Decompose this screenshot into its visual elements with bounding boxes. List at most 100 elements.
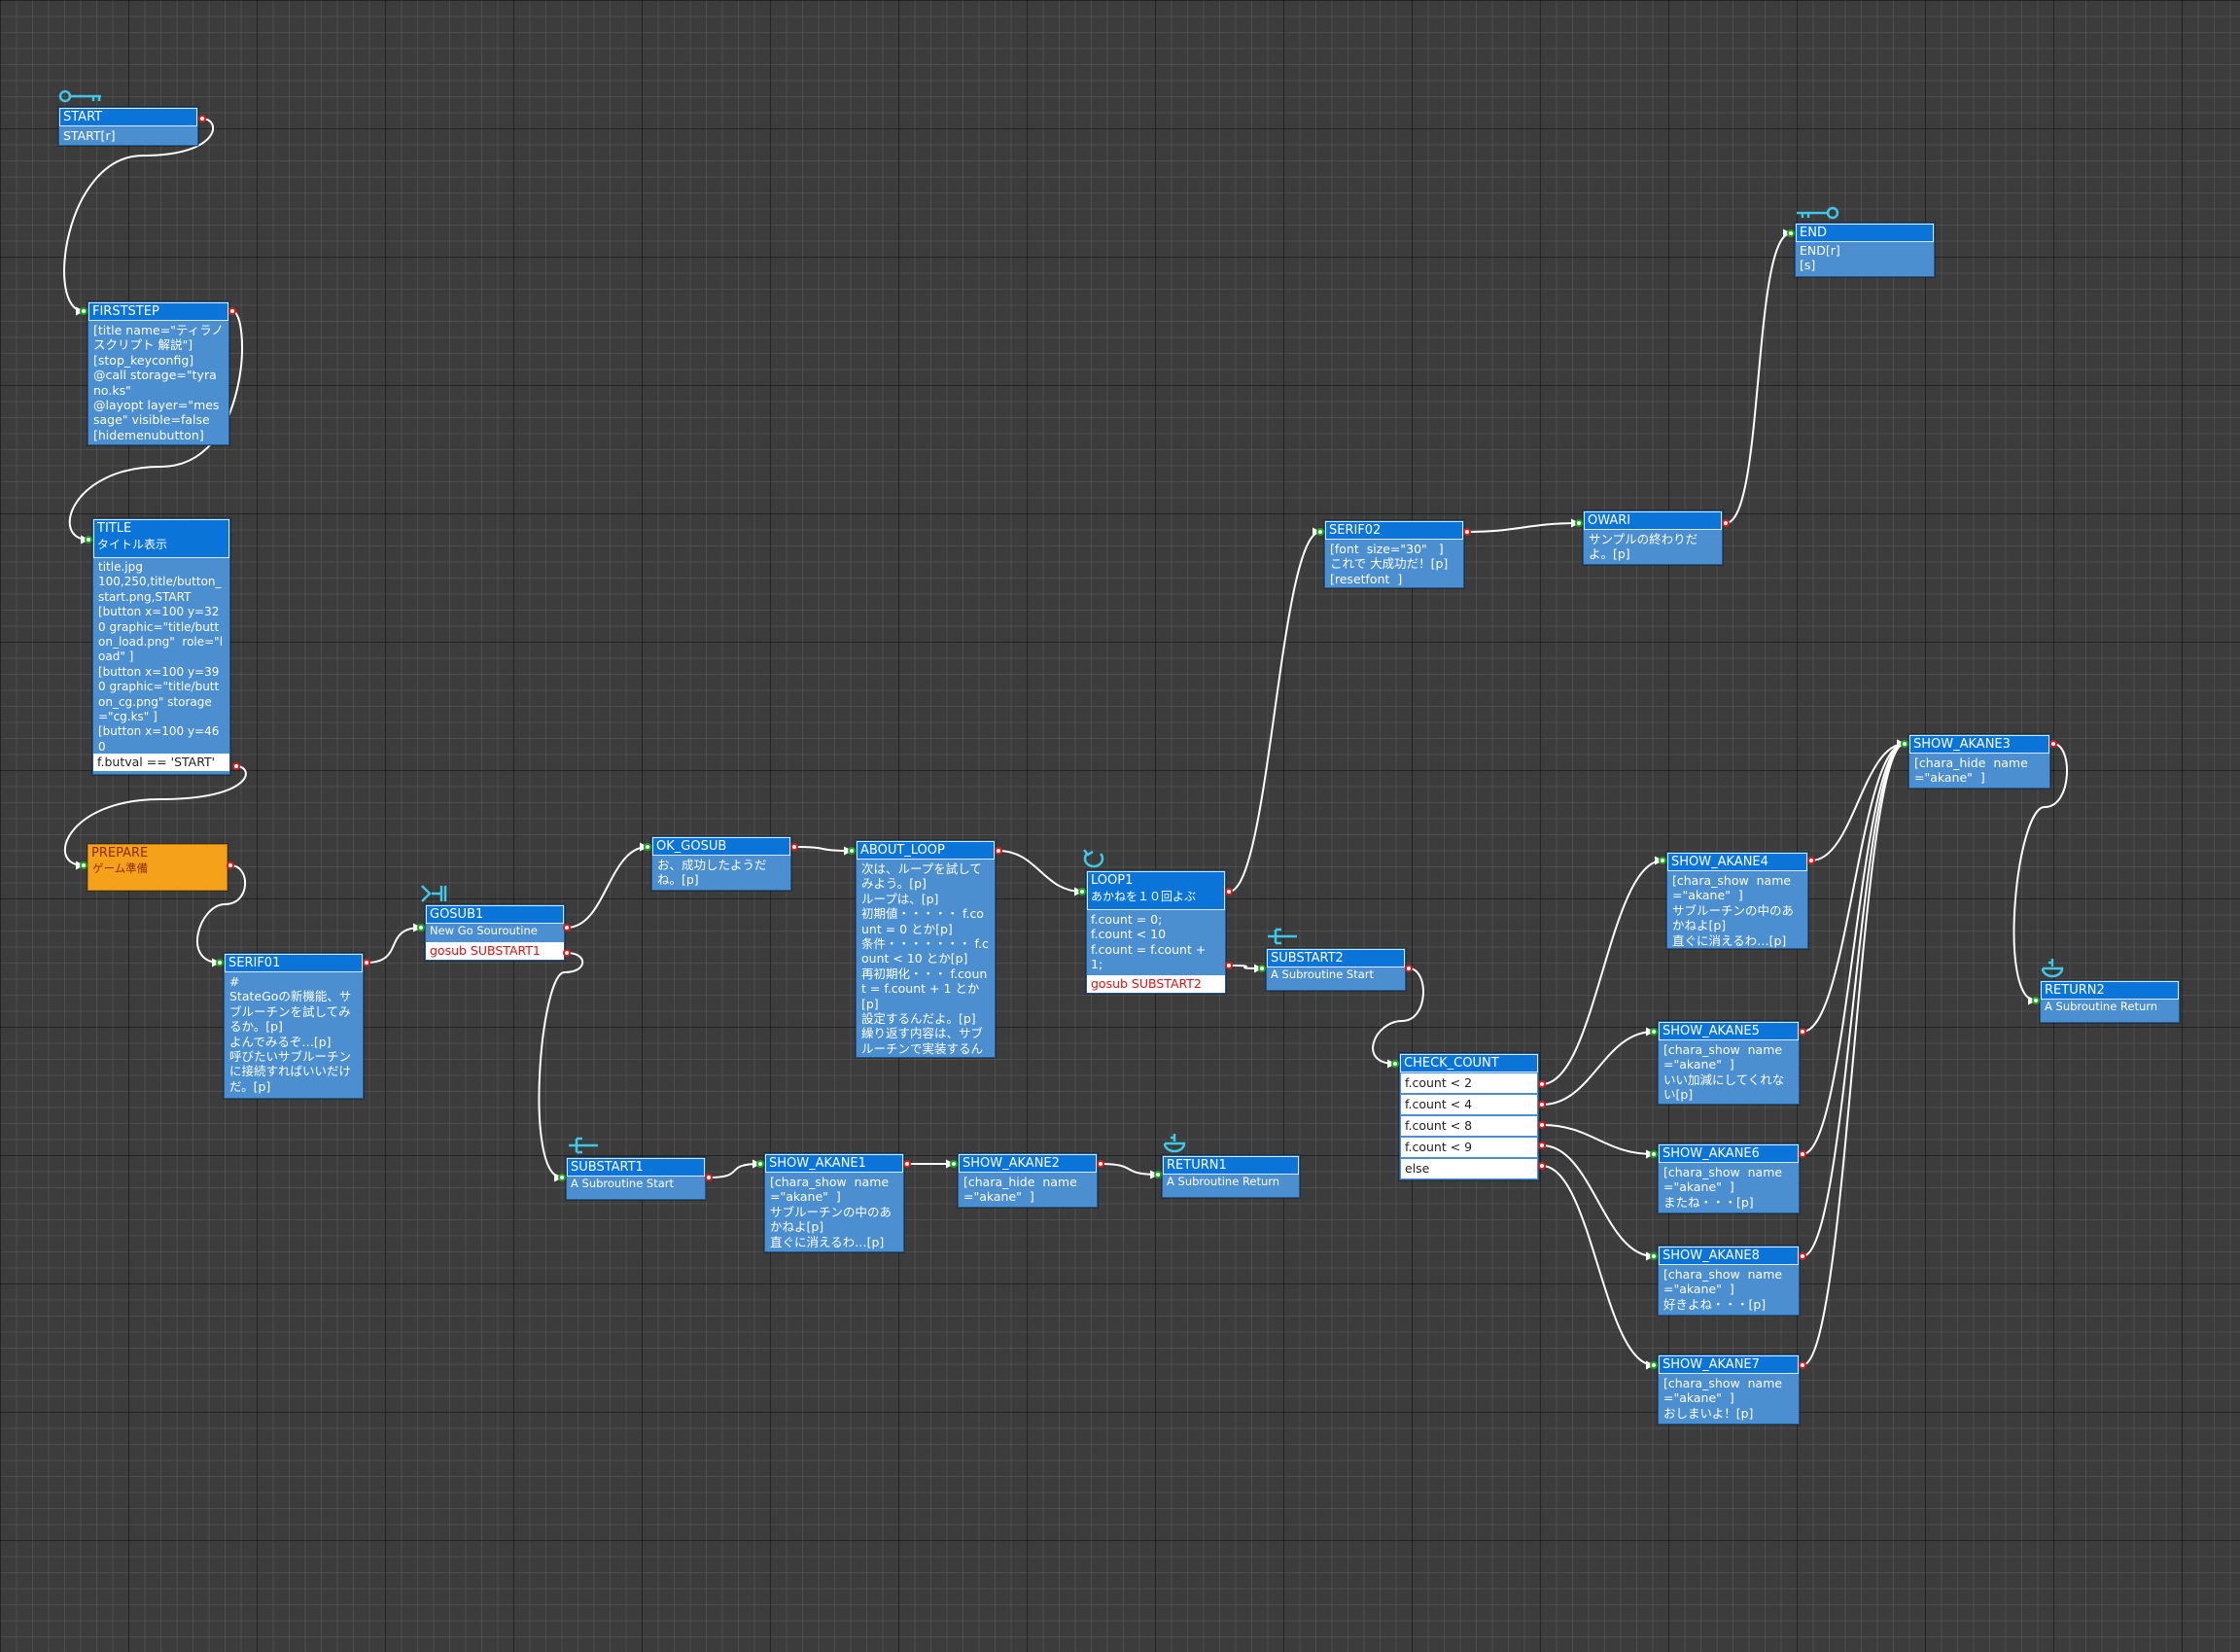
node-ok-gosub[interactable]: OK_GOSUB お、成功したようだね。[p] [651, 836, 791, 891]
output-port[interactable] [1538, 1080, 1546, 1088]
node-title: RETURN1 [1163, 1156, 1299, 1175]
output-port[interactable] [563, 924, 571, 931]
input-port[interactable] [558, 1174, 566, 1181]
node-show-akane5[interactable]: SHOW_AKANE5 [chara_show name="akane" ] い… [1658, 1021, 1800, 1105]
node-prepare[interactable]: PREPARE ゲーム準備 [88, 844, 228, 891]
node-show-akane4[interactable]: SHOW_AKANE4 [chara_show name="akane" ] サ… [1666, 852, 1808, 949]
input-port[interactable] [1650, 1361, 1658, 1369]
node-serif02[interactable]: SERIF02 [font size="30" ] これで 大成功だ！[p] [… [1324, 520, 1464, 588]
output-port[interactable] [705, 1174, 713, 1181]
node-subtitle: A Subroutine Start [1271, 967, 1375, 981]
input-port[interactable] [1316, 528, 1324, 536]
output-port[interactable] [1225, 962, 1233, 969]
edge-substart2-to-check_count [1372, 967, 1424, 1069]
edge-show_akane2-to-return1 [1100, 1163, 1159, 1179]
edge-show_akane3-to-return2 [2012, 743, 2069, 1005]
input-port[interactable] [85, 536, 92, 544]
output-port[interactable] [1538, 1101, 1546, 1108]
output-port[interactable] [1807, 857, 1815, 864]
node-serif01[interactable]: SERIF01 # StateGoの新機能、サブルーチンを試してみるか。[p] … [224, 953, 364, 1099]
node-title: SHOW_AKANE6 [1659, 1144, 1799, 1163]
node-end[interactable]: END END[r][s] [1795, 223, 1935, 277]
node-about-loop[interactable]: ABOUT_LOOP 次は、ループを試してみよう。[p] ループは、[p] 初期… [856, 840, 996, 1058]
node-title: OK_GOSUB [652, 837, 790, 856]
input-port[interactable] [1787, 229, 1795, 237]
output-port[interactable] [563, 949, 571, 957]
input-port[interactable] [1154, 1171, 1162, 1178]
input-port[interactable] [1650, 1028, 1658, 1036]
output-port[interactable] [1538, 1142, 1546, 1149]
node-return2[interactable]: RETURN2 A Subroutine Return [2040, 980, 2180, 1023]
edge-check_count-to-show_akane8 [1541, 1144, 1655, 1261]
output-port[interactable] [198, 115, 206, 123]
input-port[interactable] [1575, 519, 1583, 527]
node-show-akane8[interactable]: SHOW_AKANE8 [chara_show name="akane" ] 好… [1658, 1246, 1800, 1316]
output-port[interactable] [790, 843, 798, 851]
node-check-count[interactable]: CHECK_COUNT f.count < 2 f.count < 4 f.co… [1399, 1053, 1539, 1180]
node-start[interactable]: START START[r] [58, 107, 198, 146]
output-port[interactable] [2049, 740, 2057, 748]
output-port[interactable] [1538, 1121, 1546, 1129]
node-substart2[interactable]: SUBSTART2 A Subroutine Start [1266, 948, 1406, 991]
edge-prepare-to-serif01 [196, 864, 247, 967]
output-port[interactable] [232, 762, 240, 770]
input-port[interactable] [1258, 965, 1266, 972]
node-show-akane3[interactable]: SHOW_AKANE3 [chara_hide name="akane" ] [1908, 734, 2050, 789]
node-show-akane6[interactable]: SHOW_AKANE6 [chara_show name="akane" ] ま… [1658, 1143, 1800, 1213]
node-show-akane7[interactable]: SHOW_AKANE7 [chara_show name="akane" ] お… [1658, 1354, 1800, 1424]
input-port[interactable] [1650, 1252, 1658, 1260]
node-firststep[interactable]: FIRSTSTEP [title name="ティラノスクリプト 解説"] [s… [88, 301, 229, 445]
input-port[interactable] [417, 924, 425, 931]
edge-start-to-firststep [63, 118, 215, 316]
node-body: [chara_show name="akane" ] またね・・・[p] [1663, 1165, 1783, 1210]
edge-ok_gosub-to-about_loop [793, 846, 853, 856]
edge-firststep-to-title [68, 310, 243, 545]
edge-substart1-to-show_akane1 [708, 1159, 761, 1178]
node-gosub1[interactable]: GOSUB1 New Go Souroutine gosub SUBSTART1 [425, 904, 565, 961]
output-port[interactable] [1799, 1252, 1806, 1260]
output-port[interactable] [1799, 1028, 1806, 1036]
node-substart1[interactable]: SUBSTART1 A Subroutine Start [566, 1157, 706, 1200]
node-owari[interactable]: OWARI サンプルの終わりだよ。[p] [1583, 510, 1723, 565]
output-port[interactable] [1799, 1150, 1806, 1158]
node-body: 次は、ループを試してみよう。[p] ループは、[p] 初期値・・・・・ f.co… [861, 861, 989, 1056]
input-port[interactable] [216, 959, 224, 967]
input-port[interactable] [756, 1160, 764, 1168]
output-port[interactable] [1799, 1361, 1806, 1369]
input-port[interactable] [1078, 888, 1086, 896]
input-port[interactable] [950, 1160, 958, 1168]
output-port[interactable] [903, 1160, 911, 1168]
node-show-akane1[interactable]: SHOW_AKANE1 [chara_show name="akane" ] サ… [764, 1153, 904, 1252]
output-port[interactable] [363, 959, 370, 967]
node-title: SHOW_AKANE8 [1659, 1247, 1799, 1265]
output-port[interactable] [228, 307, 236, 315]
output-port[interactable] [1538, 1162, 1546, 1170]
node-title: SHOW_AKANE3 [1909, 735, 2049, 754]
input-port[interactable] [644, 843, 651, 851]
output-port[interactable] [995, 847, 1002, 855]
output-port[interactable] [1225, 888, 1233, 896]
output-port[interactable] [1405, 965, 1413, 972]
node-title: SERIF02 [1325, 521, 1463, 540]
node-show-akane2[interactable]: SHOW_AKANE2 [chara_hide name="akane" ] [958, 1153, 1098, 1208]
input-port[interactable] [1650, 1150, 1658, 1158]
input-port[interactable] [1659, 857, 1666, 864]
output-port[interactable] [1463, 528, 1471, 536]
output-port[interactable] [227, 861, 234, 869]
node-return1[interactable]: RETURN1 A Subroutine Return [1162, 1155, 1300, 1198]
input-port[interactable] [1391, 1060, 1399, 1068]
node-title: SUBSTART1 [567, 1158, 705, 1177]
edge-gosub1-to-substart1 [538, 952, 584, 1182]
input-port[interactable] [1901, 740, 1908, 748]
input-port[interactable] [848, 847, 856, 855]
edge-loop1-to-substart2 [1228, 964, 1263, 973]
output-port[interactable] [1097, 1160, 1104, 1168]
input-port[interactable] [80, 307, 88, 315]
node-title: RETURN2 [2041, 981, 2179, 1000]
output-port[interactable] [1722, 519, 1730, 527]
end-key-icon [1797, 206, 1839, 220]
input-port[interactable] [80, 861, 88, 869]
input-port[interactable] [2032, 997, 2040, 1004]
